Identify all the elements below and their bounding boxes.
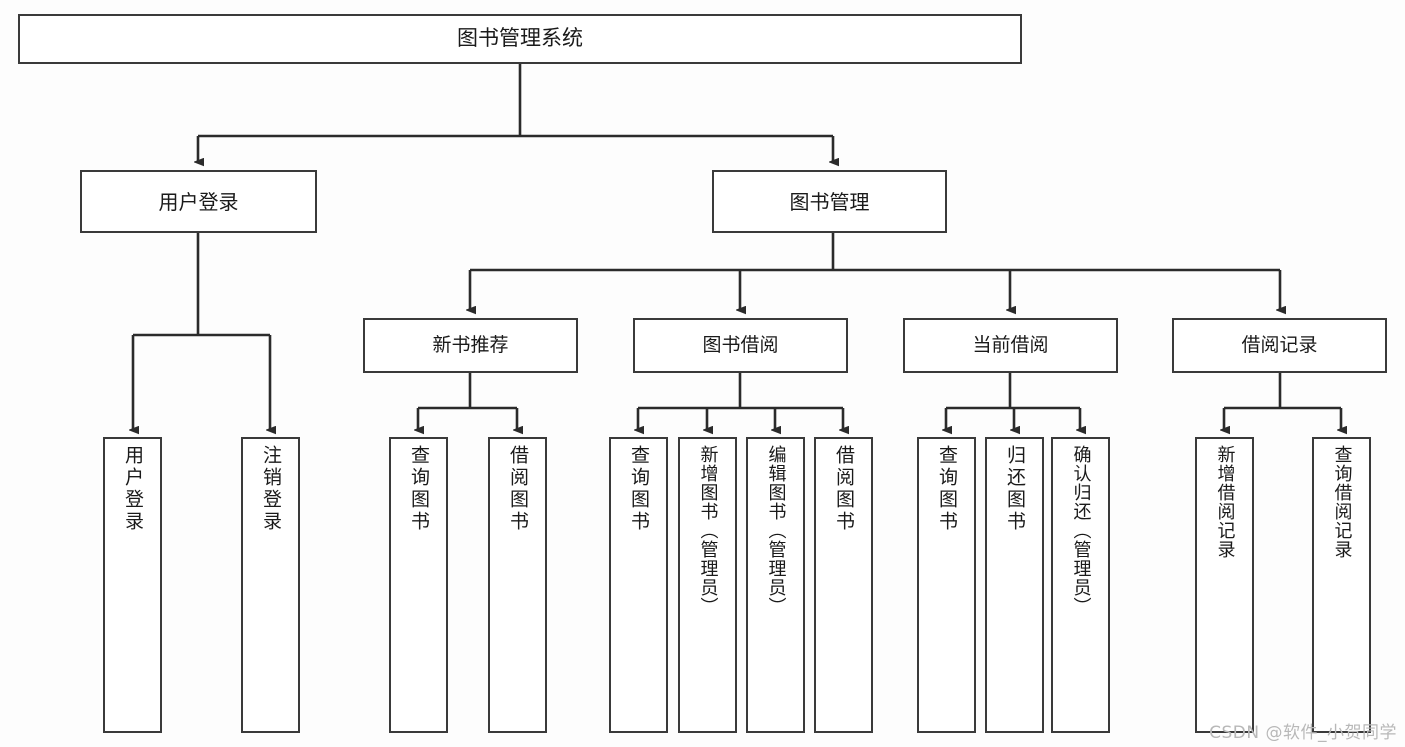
leaf-query-book-recommend[interactable]: 查询图书 <box>389 437 448 733</box>
node-new-book-recommend-label: 新书推荐 <box>432 334 509 357</box>
leaf-add-borrow-record[interactable]: 新增借阅记录 <box>1195 437 1254 733</box>
leaf-query-borrow-record-label: 查询借阅记录 <box>1331 445 1353 559</box>
leaf-borrow-book-borrow[interactable]: 借阅图书 <box>814 437 873 733</box>
leaf-user-logout-label: 注销登录 <box>260 445 282 533</box>
leaf-borrow-book-recommend-label: 借阅图书 <box>507 445 529 533</box>
leaf-return-book[interactable]: 归还图书 <box>985 437 1044 733</box>
leaf-query-book-borrow-label: 查询图书 <box>628 445 650 533</box>
node-root-label: 图书管理系统 <box>457 26 583 51</box>
node-new-book-recommend[interactable]: 新书推荐 <box>363 318 578 373</box>
node-user-login-label: 用户登录 <box>158 189 239 214</box>
node-borrow-record[interactable]: 借阅记录 <box>1172 318 1387 373</box>
node-book-management-label: 图书管理 <box>789 189 870 214</box>
leaf-query-borrow-record[interactable]: 查询借阅记录 <box>1312 437 1371 733</box>
leaf-confirm-return-admin-label: 确认归还（管理员） <box>1070 445 1092 616</box>
leaf-user-login-label: 用户登录 <box>122 445 144 533</box>
leaf-query-book-borrow[interactable]: 查询图书 <box>609 437 668 733</box>
node-current-borrow-label: 当前借阅 <box>972 334 1049 357</box>
node-root[interactable]: 图书管理系统 <box>18 14 1022 64</box>
node-borrow-record-label: 借阅记录 <box>1241 334 1318 357</box>
leaf-borrow-book-borrow-label: 借阅图书 <box>833 445 855 533</box>
leaf-user-login[interactable]: 用户登录 <box>103 437 162 733</box>
leaf-return-book-label: 归还图书 <box>1004 445 1026 533</box>
leaf-edit-book-admin-label: 编辑图书（管理员） <box>765 445 787 616</box>
leaf-query-book-current-label: 查询图书 <box>936 445 958 533</box>
leaf-borrow-book-recommend[interactable]: 借阅图书 <box>488 437 547 733</box>
leaf-add-book-admin[interactable]: 新增图书（管理员） <box>678 437 737 733</box>
leaf-confirm-return-admin[interactable]: 确认归还（管理员） <box>1051 437 1110 733</box>
node-book-borrow[interactable]: 图书借阅 <box>633 318 848 373</box>
leaf-edit-book-admin[interactable]: 编辑图书（管理员） <box>746 437 805 733</box>
leaf-query-book-recommend-label: 查询图书 <box>408 445 430 533</box>
leaf-user-logout[interactable]: 注销登录 <box>241 437 300 733</box>
node-book-borrow-label: 图书借阅 <box>702 334 779 357</box>
node-book-management[interactable]: 图书管理 <box>712 170 947 233</box>
node-current-borrow[interactable]: 当前借阅 <box>903 318 1118 373</box>
node-user-login[interactable]: 用户登录 <box>80 170 317 233</box>
leaf-add-borrow-record-label: 新增借阅记录 <box>1214 445 1236 559</box>
leaf-query-book-current[interactable]: 查询图书 <box>917 437 976 733</box>
leaf-add-book-admin-label: 新增图书（管理员） <box>697 445 719 616</box>
